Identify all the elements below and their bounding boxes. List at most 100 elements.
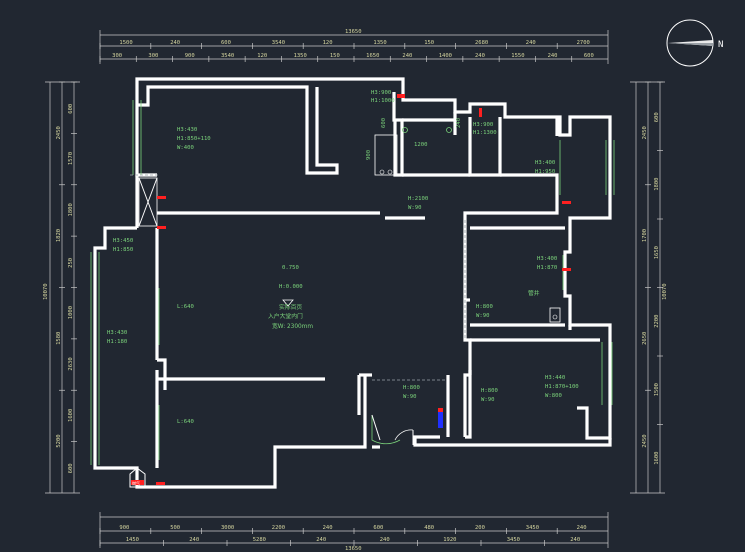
dim-label: 1820 <box>56 229 62 242</box>
dim-label: 1400 <box>439 53 452 59</box>
door-swing <box>371 414 414 445</box>
label-door-low: H:800 <box>481 388 498 394</box>
dim-label: 2650 <box>642 332 648 345</box>
dim-label: 1650 <box>654 246 660 259</box>
label-door-right: H:800 <box>476 304 493 310</box>
windows <box>90 100 615 465</box>
dim-label: 600 <box>654 112 660 122</box>
dim-label: 1350 <box>373 40 386 46</box>
dim-label: 300 <box>148 53 158 59</box>
label-room-right2: H3:400 <box>537 256 557 262</box>
dim-label: 2630 <box>68 357 74 370</box>
dim-label: 1500 <box>654 383 660 396</box>
label-l2: L:640 <box>177 419 194 425</box>
dim-label: 1570 <box>68 152 74 165</box>
dim-label: 600 <box>68 463 74 473</box>
dim-label: 240 <box>380 537 390 543</box>
label-l1: L:640 <box>177 304 194 310</box>
label-room-left: H3:430 <box>177 127 197 133</box>
dim-left-total: 10070 <box>43 283 49 300</box>
top-dimensions: 13650 1500 240 600 3540 120 1350 150 2680 240 270… <box>99 29 609 64</box>
label-room-right1b: H1:950 <box>535 169 555 175</box>
label-room-br: H3:440 <box>545 375 565 381</box>
label-center-cn3: 宽W: 2300mm <box>272 322 313 330</box>
dim-label: 480 <box>424 525 434 531</box>
dim-label: 3000 <box>221 525 234 531</box>
dim-label: 2450 <box>642 434 648 447</box>
label-room-br2: H1:870+100 <box>545 384 579 390</box>
dim-label: 240 <box>475 53 485 59</box>
dim-label: 1800 <box>68 203 74 216</box>
label-door-right2: W:90 <box>476 313 489 319</box>
red-markers <box>129 94 571 488</box>
dim-label: 150 <box>424 40 434 46</box>
dim-top-total: 13650 <box>345 29 362 35</box>
dim-label: 3540 <box>221 53 234 59</box>
label-room-right2b: H1:870 <box>537 265 557 271</box>
dim-label: 240 <box>170 40 180 46</box>
label-door-mid2: W:90 <box>403 394 416 400</box>
dim-label: 2700 <box>577 40 590 46</box>
dim-label: 1000 <box>68 306 74 319</box>
label-pipe: 管井 <box>528 289 540 297</box>
dim-label: 2450 <box>56 126 62 139</box>
dim-label: 150 <box>330 53 340 59</box>
dim-label: 3540 <box>272 40 285 46</box>
walls <box>93 77 612 489</box>
dim-label: 240 <box>577 525 587 531</box>
dim-label: 240 <box>323 525 333 531</box>
label-corridor: H:2100 <box>408 196 428 202</box>
dim-label: 240 <box>548 53 558 59</box>
dim-label: 3450 <box>526 525 539 531</box>
dim-bottom-total: 13650 <box>345 546 362 552</box>
label-door-mid: H:800 <box>403 385 420 391</box>
label-win-right-top: H3:900 <box>473 122 493 128</box>
label-left-big: H3:430 <box>107 330 127 336</box>
dim-label: 250 <box>68 258 74 268</box>
label-entry-small2: H1:850 <box>113 247 133 253</box>
label-elev1: 0.750 <box>282 265 299 271</box>
compass-north-label: N <box>718 40 723 50</box>
dim-right-total: 10070 <box>662 283 668 300</box>
dim-label: 900 <box>185 53 195 59</box>
dim-label: 2200 <box>654 315 660 328</box>
compass-icon: N <box>666 19 723 67</box>
dim-label: 240 <box>402 53 412 59</box>
label-bath-dim4: 240 <box>456 118 462 128</box>
dim-label: 2450 <box>642 126 648 139</box>
room-labels: H3:900 H1:1000 H3:900 H1:1300 H3:430 H1:… <box>107 90 579 486</box>
dim-label: 1920 <box>443 537 456 543</box>
dim-label: 5280 <box>253 537 266 543</box>
dim-label: 120 <box>323 40 333 46</box>
dashed-lines <box>130 174 466 381</box>
label-win-top: H3:900 <box>371 90 391 96</box>
dim-label: 500 <box>170 525 180 531</box>
label-room-left2: H1:850+110 <box>177 136 211 142</box>
dim-label: 120 <box>257 53 267 59</box>
label-gas: 燃气 <box>132 480 140 486</box>
dim-label: 600 <box>373 525 383 531</box>
dim-label: 1580 <box>56 332 62 345</box>
label-room-left3: W:400 <box>177 145 194 151</box>
dim-label: 3450 <box>507 537 520 543</box>
label-elev2: H:0.000 <box>279 284 303 290</box>
dim-label: 1800 <box>654 178 660 191</box>
label-win-top2: H1:1000 <box>371 98 395 104</box>
dim-label: 600 <box>68 104 74 114</box>
dim-label: 1500 <box>119 40 132 46</box>
label-room-br3: W:800 <box>545 393 562 399</box>
label-bath-dim2: 900 <box>366 150 372 160</box>
dim-label: 2680 <box>475 40 488 46</box>
label-win-right-top2: H1:1300 <box>473 130 497 136</box>
dim-label: 600 <box>584 53 594 59</box>
dim-label: 2200 <box>272 525 285 531</box>
label-bath-dim: 1200 <box>414 142 427 148</box>
dim-label: 1650 <box>366 53 379 59</box>
label-left-big2: H1:180 <box>107 339 127 345</box>
label-bath-dim3: 600 <box>381 118 387 128</box>
dim-label: 240 <box>526 40 536 46</box>
